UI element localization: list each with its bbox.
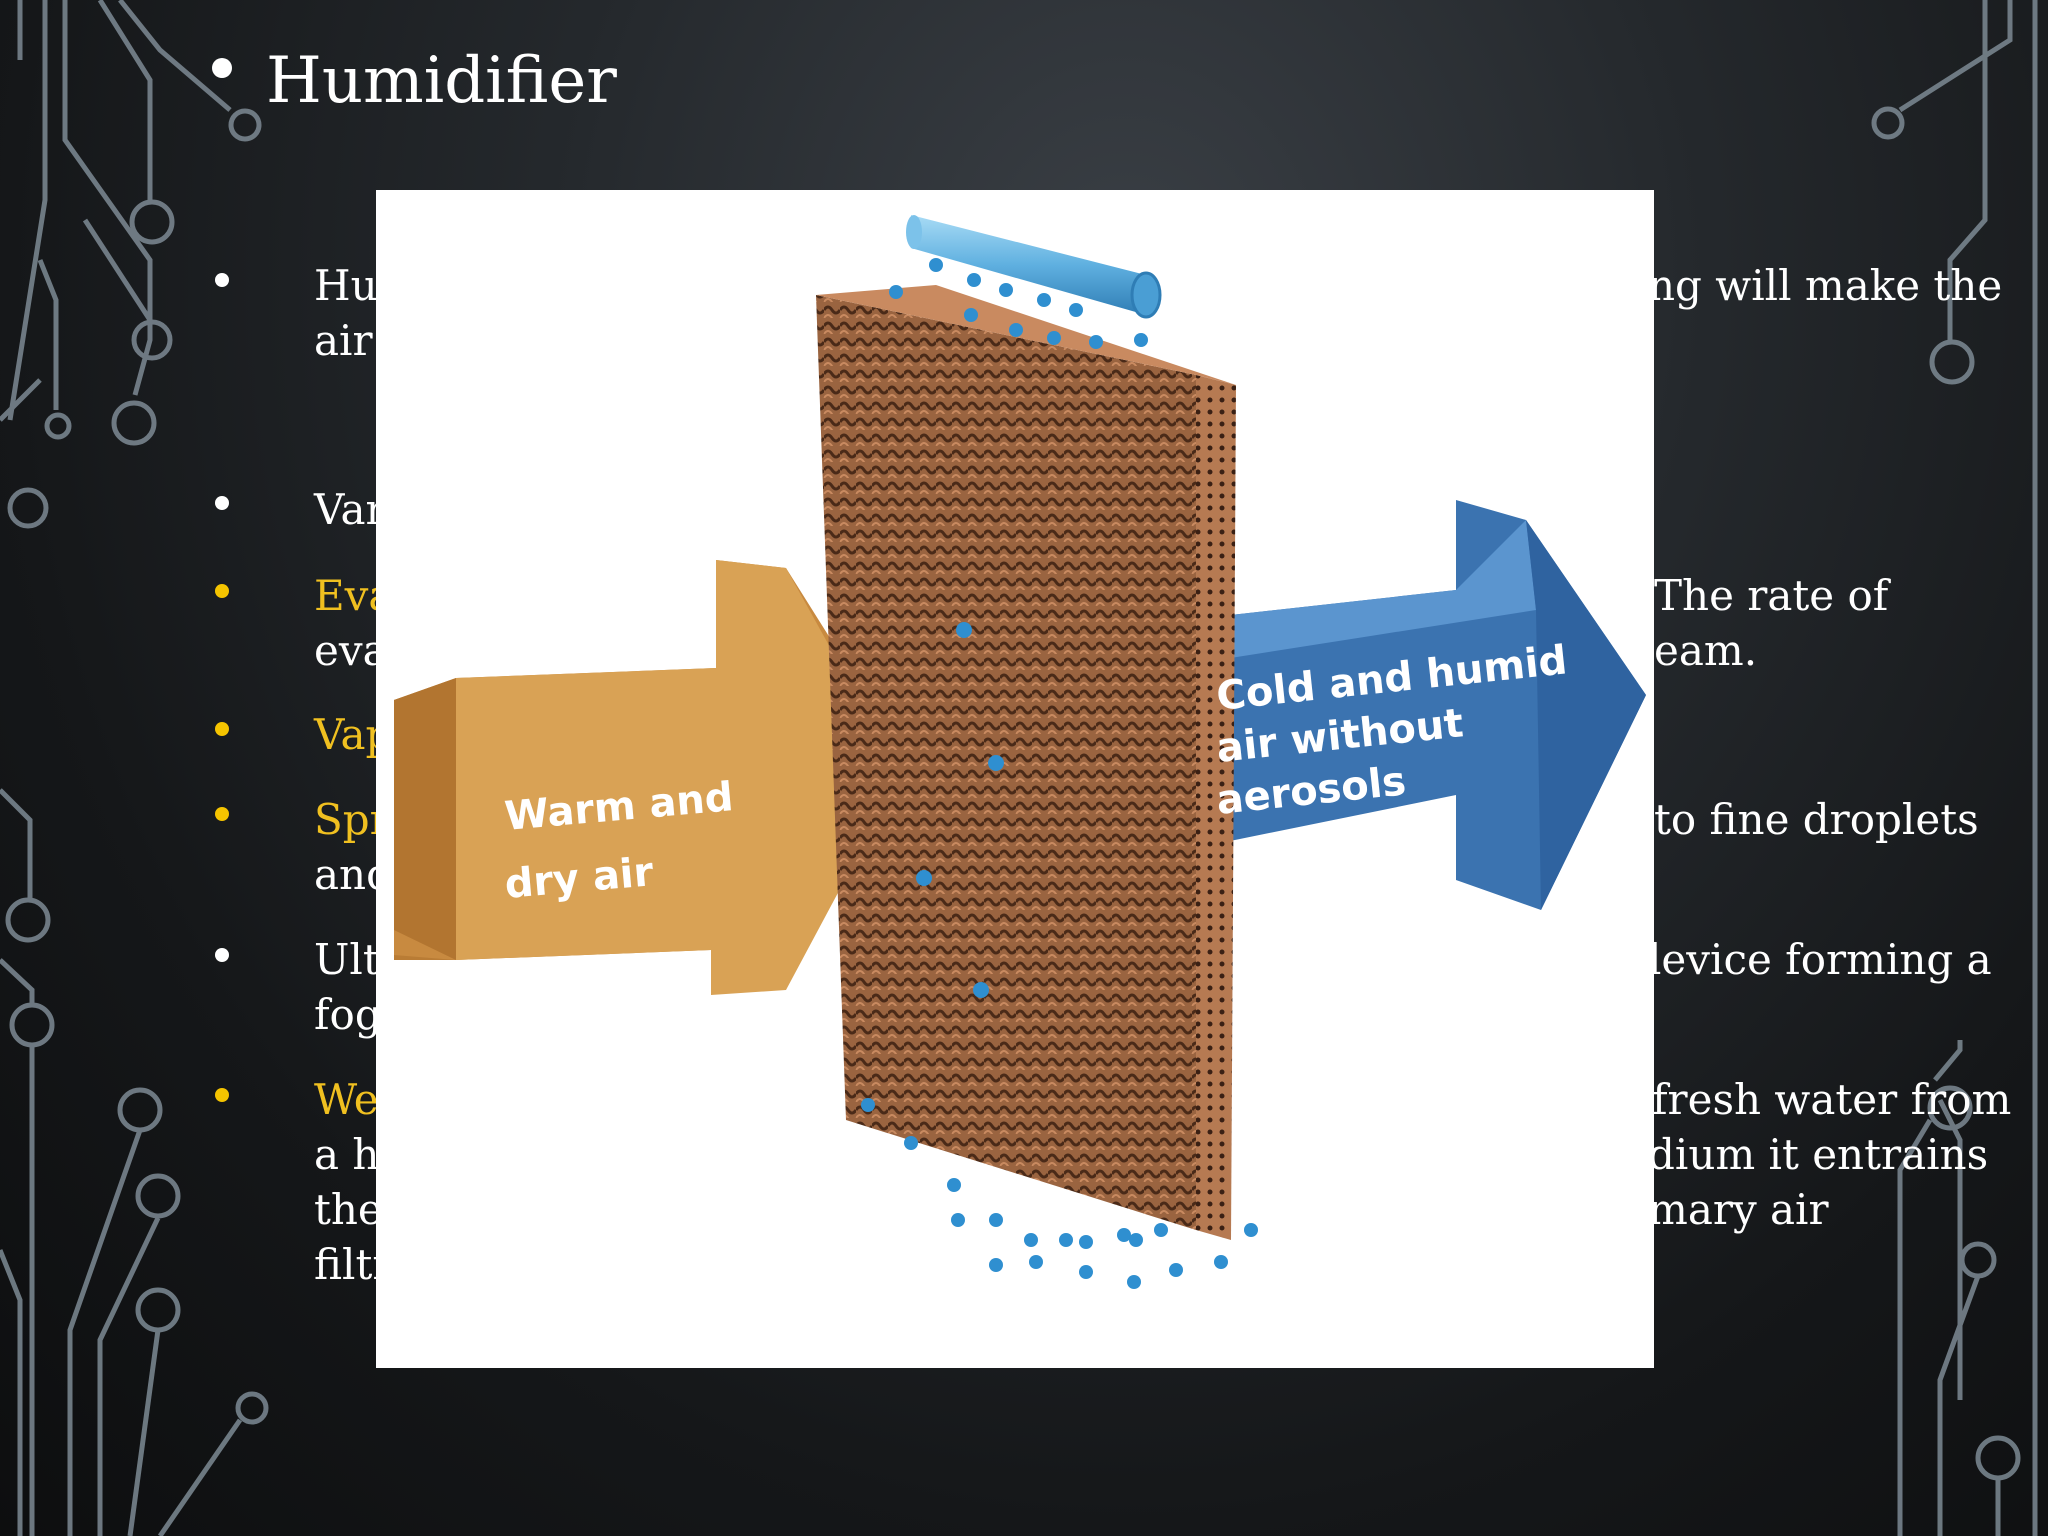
bullet-text-fragment: Hu <box>314 261 378 310</box>
bullet-text-fragment: The rate of <box>1654 571 1889 620</box>
bullet-dot <box>215 1088 229 1102</box>
bullet-text-fragment: eam. <box>1654 626 1758 675</box>
bullet-text-fragment: eva <box>314 626 388 675</box>
bullet-text-fragment: levice forming a <box>1648 935 1992 984</box>
bullet-text-fragment: ng will make the <box>1648 261 2003 310</box>
title-bullet <box>212 58 232 78</box>
bullet-text-fragment: the <box>314 1185 383 1234</box>
bullet-text-fragment: fog <box>314 990 382 1039</box>
water-droplets <box>861 258 1258 1289</box>
evaporative-pad-diagram: Warm and dry air Cold and humid air with… <box>394 215 1646 1289</box>
evaporative-pad <box>816 285 1236 1240</box>
bullet-dot <box>215 948 229 962</box>
warm-air-arrow <box>394 560 916 995</box>
bullet-dot <box>215 496 229 510</box>
bullet-text-fragment: Var <box>314 485 386 534</box>
humidifier-figure: Warm and dry air Cold and humid air with… <box>376 190 1654 1368</box>
bullet-dot <box>215 273 229 287</box>
bullet-text-fragment: to fine droplets <box>1654 795 1979 844</box>
bullet-text-fragment: air <box>314 316 373 365</box>
bullet-text-fragment: mary air <box>1648 1185 1829 1234</box>
water-pipe <box>906 215 1162 319</box>
bullet-dot <box>215 807 229 821</box>
bullet-text-fragment: We <box>314 1075 379 1124</box>
bullet-dot <box>215 722 229 736</box>
cold-air-arrow <box>1186 500 1646 910</box>
slide-title: Humidifier <box>266 44 617 118</box>
bullet-dot <box>215 584 229 598</box>
bullet-text-fragment: dium it entrains <box>1648 1130 1989 1179</box>
bullet-text-fragment: fresh water from <box>1652 1075 2012 1124</box>
bullet-text-fragment: Ult <box>314 935 380 984</box>
